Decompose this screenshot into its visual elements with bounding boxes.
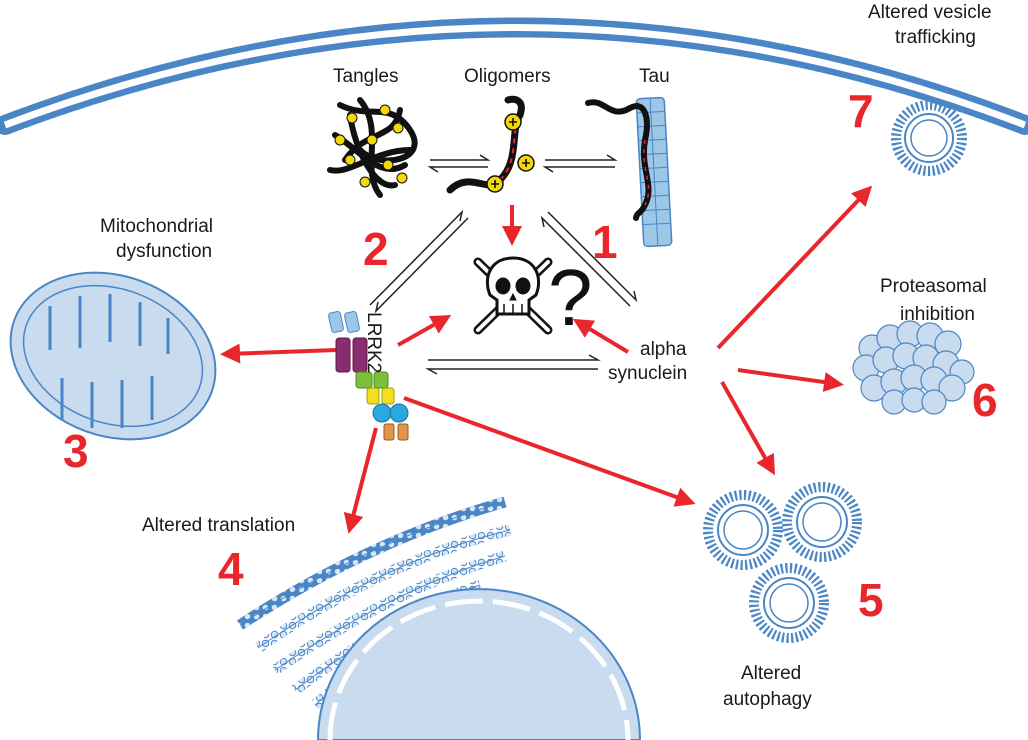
proteasome-icon: [852, 320, 975, 415]
alpha-synuclein-line1: alpha: [640, 339, 687, 360]
translation-label: Altered translation: [142, 515, 295, 536]
nucleus-icon: [316, 588, 642, 740]
alpha-synuclein-line2: synuclein: [608, 363, 687, 384]
mito-label-line1: Mitochondrial: [100, 216, 213, 237]
lrrk2-label: LRRK2: [363, 312, 384, 373]
lrrk2-protein-icon: [328, 311, 409, 441]
number-5: 5: [858, 574, 884, 626]
tau-label: Tau: [639, 66, 670, 87]
mito-label-line2: dysfunction: [116, 241, 212, 262]
number-2: 2: [363, 223, 389, 275]
tangles-label: Tangles: [333, 66, 399, 87]
cell-membrane: [0, 17, 1028, 135]
proteasome-label-line1: Proteasomal: [880, 276, 987, 297]
equilibrium-arrows: [369, 154, 638, 375]
number-1: 1: [592, 216, 618, 268]
mitochondrion-icon: [9, 271, 217, 441]
proteasome-label-line2: inhibition: [900, 304, 975, 325]
number-7: 7: [848, 85, 874, 137]
autophagy-label-line1: Altered: [741, 663, 801, 684]
vesicle-label-line1: Altered vesicle: [868, 2, 992, 23]
tau-icon: [585, 96, 673, 248]
skull-crossbones-icon: [473, 256, 553, 335]
tangles-icon: [327, 97, 418, 198]
vesicle-icons: [703, 100, 967, 643]
oligomers-label: Oligomers: [464, 66, 551, 87]
autophagy-label-line2: autophagy: [723, 689, 812, 710]
number-4: 4: [218, 543, 244, 595]
vesicle-label-line2: trafficking: [895, 27, 976, 48]
red-arrows: [220, 185, 873, 534]
oligomers-icon: [446, 95, 535, 194]
number-3: 3: [63, 425, 89, 477]
number-6: 6: [972, 374, 998, 426]
